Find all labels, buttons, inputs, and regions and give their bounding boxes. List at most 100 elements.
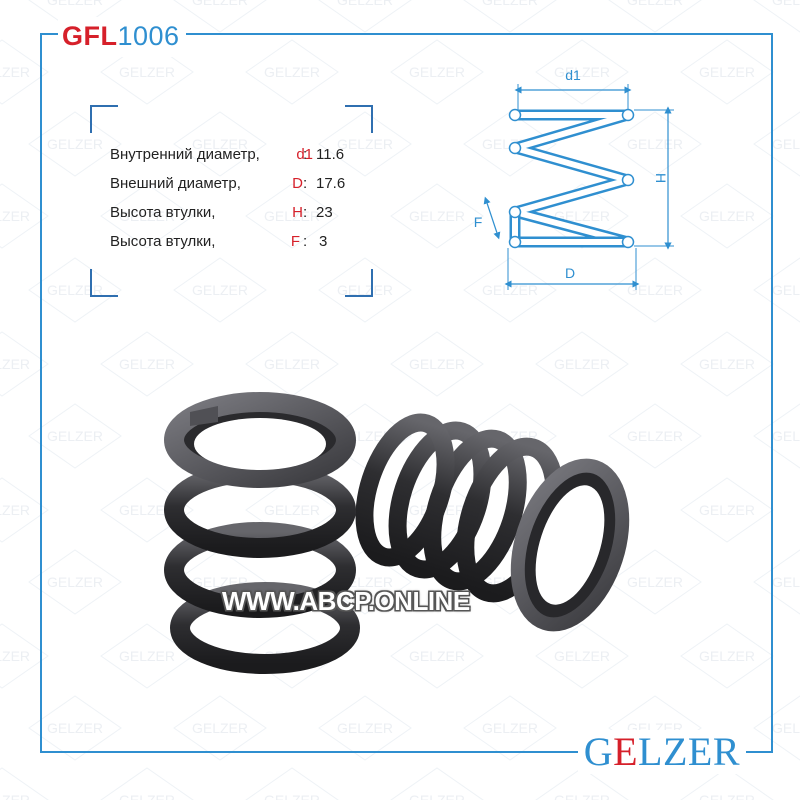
brand-letters-rest: LZER — [638, 729, 740, 774]
brand-logo: GELZER — [577, 729, 746, 774]
watermark-diamond — [753, 257, 800, 323]
watermark-text: GELZER — [47, 720, 103, 736]
watermark-text: GELZER — [119, 64, 175, 80]
watermark-text: GELZER — [0, 502, 30, 518]
watermark-text: GELZER — [47, 136, 103, 152]
watermark-text: GELZER — [47, 428, 103, 444]
watermark-text: GELZER — [627, 0, 683, 8]
watermark-diamond — [173, 695, 267, 761]
watermark-text: GELZER — [264, 64, 320, 80]
watermark-diamond — [0, 477, 49, 543]
watermark-diamond — [535, 623, 629, 689]
spec-row-height: Высота втулки, H : 23 — [110, 198, 370, 227]
watermark-diamond — [608, 403, 702, 469]
spec-label: Высота втулки, — [110, 204, 216, 221]
watermark-text: GELZER — [119, 792, 175, 800]
spec-colon: : — [303, 175, 308, 192]
site-url-watermark: WWW.ABCP.ONLINE — [222, 586, 470, 616]
watermark-text: GELZER — [772, 136, 800, 152]
watermark-diamond — [608, 257, 702, 323]
watermark-text: GELZER — [699, 648, 755, 664]
product-series: GFL — [62, 21, 118, 51]
h-label: H — [653, 173, 669, 183]
spec-label: Внутренний диаметр, — [110, 146, 260, 163]
watermark-text: GELZER — [699, 356, 755, 372]
watermark-text: GELZER — [627, 282, 683, 298]
watermark-text: GELZER — [192, 282, 248, 298]
watermark-diamond — [173, 111, 267, 177]
f-dimension-line — [483, 196, 501, 240]
watermark-text: GELZER — [409, 356, 465, 372]
watermark-text: GELZER — [699, 208, 755, 224]
spec-corner-bottom-left — [90, 269, 118, 297]
watermark-diamond — [0, 39, 49, 105]
watermark-text: GELZER — [192, 136, 248, 152]
watermark-diamond — [753, 0, 800, 33]
spec-label: Высота втулки, — [110, 233, 216, 250]
watermark-text: GELZER — [264, 502, 320, 518]
watermark-text: GELZER — [409, 208, 465, 224]
watermark-diamond — [463, 257, 557, 323]
watermark-diamond — [680, 477, 774, 543]
spec-value: 23 — [316, 204, 333, 221]
watermark-text: GELZER — [192, 0, 248, 8]
watermark-diamond — [100, 767, 194, 800]
watermark-diamond — [753, 111, 800, 177]
watermark-text: GELZER — [119, 356, 175, 372]
watermark-diamond — [28, 257, 122, 323]
d1-label: d1 — [565, 67, 581, 83]
watermark-text: GELZER — [0, 356, 30, 372]
watermark-diamond — [753, 695, 800, 761]
watermark-diamond — [318, 695, 412, 761]
watermark-diamond — [173, 0, 267, 33]
watermark-diamond — [100, 183, 194, 249]
watermark-diamond — [318, 257, 412, 323]
spec-label: Внешний диаметр, — [110, 175, 241, 192]
watermark-text: GELZER — [409, 64, 465, 80]
spec-symbol: D — [292, 175, 303, 192]
watermark-text: GELZER — [119, 648, 175, 664]
spec-symbol: d1 — [296, 146, 313, 163]
left-spring — [164, 392, 360, 674]
watermark-diamond — [245, 767, 339, 800]
watermark-diamond — [318, 0, 412, 33]
watermark-diamond — [390, 331, 484, 397]
watermark-text: GELZER — [627, 428, 683, 444]
watermark-diamond — [0, 331, 49, 397]
spring-dimension-diagram: d1 H F D — [474, 67, 674, 290]
watermark-diamond — [28, 695, 122, 761]
product-number: 1006 — [117, 21, 180, 51]
watermark-text: GELZER — [772, 428, 800, 444]
product-photo — [164, 392, 630, 674]
watermark-text: GELZER — [0, 792, 30, 800]
watermark-diamond — [608, 549, 702, 615]
watermark-diamond — [680, 39, 774, 105]
watermark-text: GELZER — [0, 64, 30, 80]
watermark-text: GELZER — [554, 64, 610, 80]
f-label: F — [474, 214, 483, 230]
spec-corner-bottom-right — [345, 269, 373, 297]
watermark-text: GELZER — [699, 502, 755, 518]
right-spring — [355, 413, 630, 632]
watermark-text: GELZER — [47, 574, 103, 590]
watermark-text: GELZER — [554, 792, 610, 800]
spec-row-inner-diameter: Внутренний диаметр, d1 : 11.6 — [110, 140, 370, 169]
watermark-diamond — [463, 695, 557, 761]
brand-letter-g: G — [583, 729, 614, 774]
watermark-text: GELZER — [554, 356, 610, 372]
watermark-text: GELZER — [337, 282, 393, 298]
spring-profile — [509, 109, 634, 248]
spec-symbol: F — [290, 233, 300, 250]
watermark-diamond — [245, 183, 339, 249]
watermark-diamond — [535, 767, 629, 800]
spec-value: 17.6 — [316, 175, 346, 192]
watermark-text: GELZER — [337, 136, 393, 152]
watermark-diamond — [608, 111, 702, 177]
watermark-text: GELZER — [554, 648, 610, 664]
watermark-text: GELZER — [337, 0, 393, 8]
watermark-diamond — [245, 331, 339, 397]
watermark-diamond — [463, 111, 557, 177]
watermark-diamond — [390, 39, 484, 105]
watermark-text: GELZER — [627, 574, 683, 590]
